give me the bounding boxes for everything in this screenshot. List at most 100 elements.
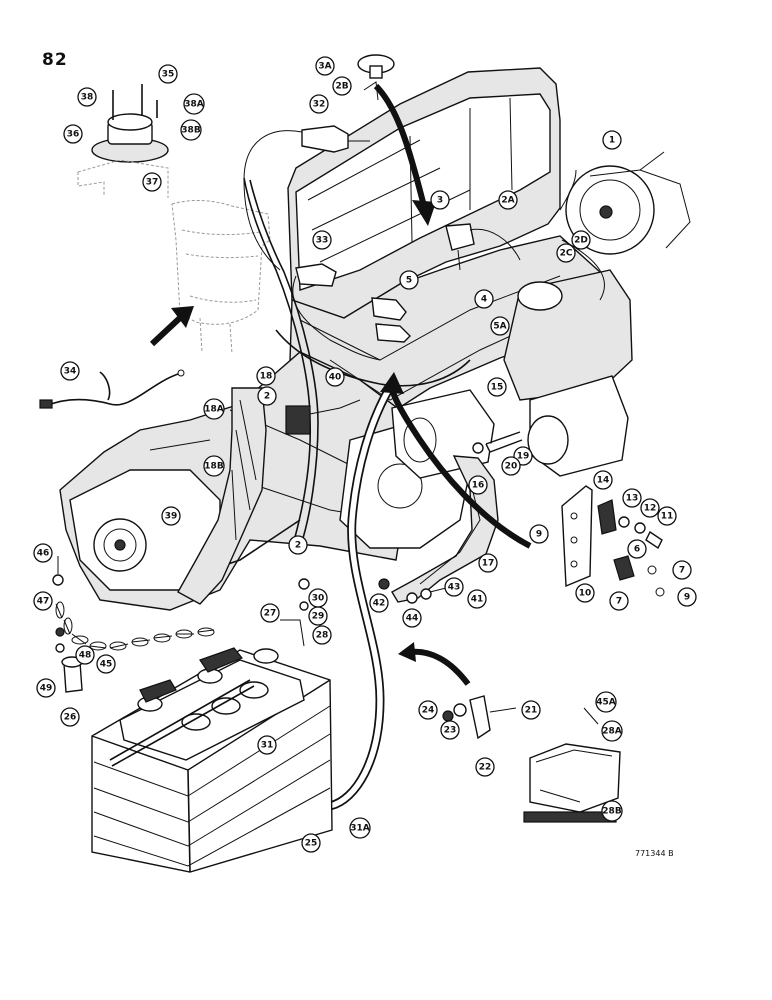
svg-text:2A: 2A xyxy=(501,196,514,206)
svg-text:20: 20 xyxy=(505,462,518,472)
callout-45a: 45A xyxy=(595,691,617,713)
svg-text:43: 43 xyxy=(448,583,461,593)
callout-7: 7 xyxy=(672,560,692,580)
svg-text:15: 15 xyxy=(491,383,504,393)
callout-6: 6 xyxy=(627,539,647,559)
callout-26: 26 xyxy=(60,707,80,727)
svg-text:9: 9 xyxy=(536,530,542,540)
svg-text:18B: 18B xyxy=(204,462,224,472)
svg-text:30: 30 xyxy=(312,594,325,604)
callout-28a: 28A xyxy=(601,720,623,742)
callout-12: 12 xyxy=(640,498,660,518)
sender-cap-3a xyxy=(357,54,395,101)
direction-arrows xyxy=(373,83,532,686)
callout-18: 18 xyxy=(256,366,276,386)
callout-14: 14 xyxy=(593,470,613,490)
callout-2-63: 2 xyxy=(257,386,277,406)
sending-unit-detail xyxy=(77,84,169,198)
callout-9: 9 xyxy=(529,524,549,544)
svg-text:28B: 28B xyxy=(602,807,622,817)
callout-46: 46 xyxy=(33,543,53,563)
svg-text:2D: 2D xyxy=(574,236,588,246)
callout-25: 25 xyxy=(301,833,321,853)
svg-text:38: 38 xyxy=(81,93,94,103)
callout-4: 4 xyxy=(474,289,494,309)
callout-28: 28 xyxy=(312,625,332,645)
svg-text:23: 23 xyxy=(444,726,457,736)
svg-text:48: 48 xyxy=(79,651,92,661)
callout-44: 44 xyxy=(402,608,422,628)
svg-text:3A: 3A xyxy=(318,62,331,72)
callout-16: 16 xyxy=(468,475,488,495)
svg-text:2B: 2B xyxy=(335,82,348,92)
callout-17: 17 xyxy=(478,553,498,573)
wire-lead-34 xyxy=(39,369,185,409)
switch-bracket-detail xyxy=(561,485,665,597)
svg-text:7: 7 xyxy=(679,566,685,576)
svg-text:7: 7 xyxy=(616,597,622,607)
svg-text:14: 14 xyxy=(597,476,610,486)
svg-text:9: 9 xyxy=(684,593,690,603)
callout-30: 30 xyxy=(308,588,328,608)
ground-strap-18 xyxy=(177,387,267,605)
callout-45: 45 xyxy=(96,654,116,674)
chain-45 xyxy=(55,601,215,651)
callout-40: 40 xyxy=(325,367,345,387)
alternator xyxy=(565,151,691,255)
callout-3a: 3A xyxy=(315,56,335,76)
svg-text:2: 2 xyxy=(295,541,301,551)
svg-text:12: 12 xyxy=(644,504,657,514)
callout-49-62: 49 xyxy=(36,678,56,698)
svg-text:31A: 31A xyxy=(350,824,370,834)
callout-24: 24 xyxy=(418,700,438,720)
callout-31a: 31A xyxy=(349,817,371,839)
callout-47: 47 xyxy=(33,591,53,611)
svg-text:5: 5 xyxy=(406,276,412,286)
svg-text:34: 34 xyxy=(64,367,77,377)
callout-1: 1 xyxy=(602,130,622,150)
svg-text:25: 25 xyxy=(305,839,318,849)
svg-text:24: 24 xyxy=(422,706,435,716)
svg-text:28: 28 xyxy=(316,631,329,641)
callout-38b: 38B xyxy=(180,119,202,141)
svg-text:41: 41 xyxy=(471,595,484,605)
drawing-code: 771344 B xyxy=(635,849,674,858)
callout-9: 9 xyxy=(677,587,697,607)
callout-21: 21 xyxy=(521,700,541,720)
callout-5a: 5A xyxy=(490,316,510,336)
callout-27: 27 xyxy=(260,603,280,623)
starter-motor xyxy=(391,269,633,479)
svg-text:2: 2 xyxy=(264,392,270,402)
svg-text:17: 17 xyxy=(482,559,495,569)
svg-text:16: 16 xyxy=(472,481,485,491)
wiring-harness xyxy=(209,169,605,571)
svg-text:49: 49 xyxy=(40,684,53,694)
svg-text:19: 19 xyxy=(517,452,530,462)
svg-text:45: 45 xyxy=(100,660,113,670)
svg-text:18A: 18A xyxy=(204,405,224,415)
callout-36: 36 xyxy=(63,124,83,144)
svg-text:31: 31 xyxy=(261,741,274,751)
svg-text:33: 33 xyxy=(316,236,329,246)
svg-text:36: 36 xyxy=(67,130,80,140)
callout-29: 29 xyxy=(308,606,328,626)
sender-3 xyxy=(445,223,521,271)
callout-18b: 18B xyxy=(203,455,225,477)
callout-11: 11 xyxy=(657,506,677,526)
callout-20: 20 xyxy=(501,456,521,476)
svg-text:38B: 38B xyxy=(181,126,201,136)
svg-text:11: 11 xyxy=(661,512,674,522)
svg-text:28A: 28A xyxy=(602,727,622,737)
callout-7: 7 xyxy=(609,591,629,611)
callout-2-64: 2 xyxy=(288,535,308,555)
spark-plug-5 xyxy=(371,297,411,343)
callout-2b: 2B xyxy=(332,76,352,96)
page-number: 82 xyxy=(42,50,68,70)
svg-text:4: 4 xyxy=(481,295,487,305)
svg-text:2C: 2C xyxy=(560,249,573,259)
callout-37: 37 xyxy=(142,172,162,192)
svg-text:35: 35 xyxy=(162,70,175,80)
callout-22: 22 xyxy=(475,757,495,777)
svg-text:39: 39 xyxy=(165,512,178,522)
